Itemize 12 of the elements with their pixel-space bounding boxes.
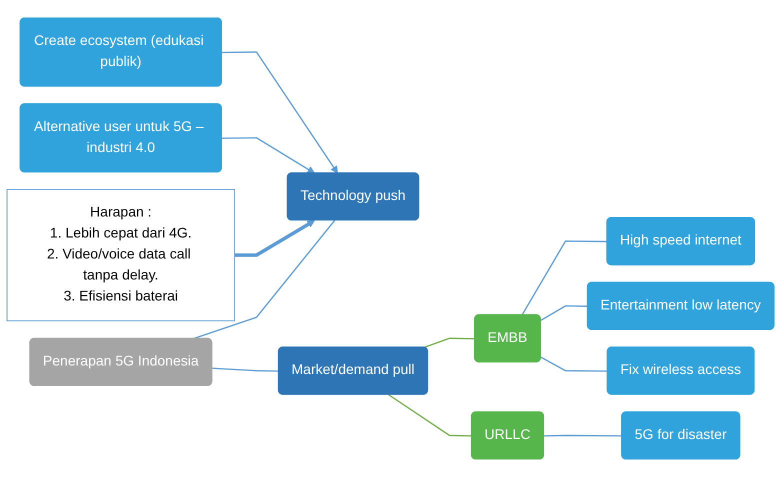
connector (192, 220, 336, 340)
connector (424, 338, 475, 348)
connector (540, 305, 588, 321)
connector (521, 240, 608, 316)
connector (388, 394, 472, 437)
arrow (222, 137, 315, 174)
arrow (234, 220, 315, 257)
node-box: Harapan : 1. Lebih cepat dari 4G. 2. Video/voice data call tanpa delay. 3. Efisiensi baterai (6, 189, 236, 322)
connector (540, 356, 608, 372)
connector (212, 368, 279, 372)
arrow (222, 51, 338, 174)
connector (544, 434, 622, 437)
